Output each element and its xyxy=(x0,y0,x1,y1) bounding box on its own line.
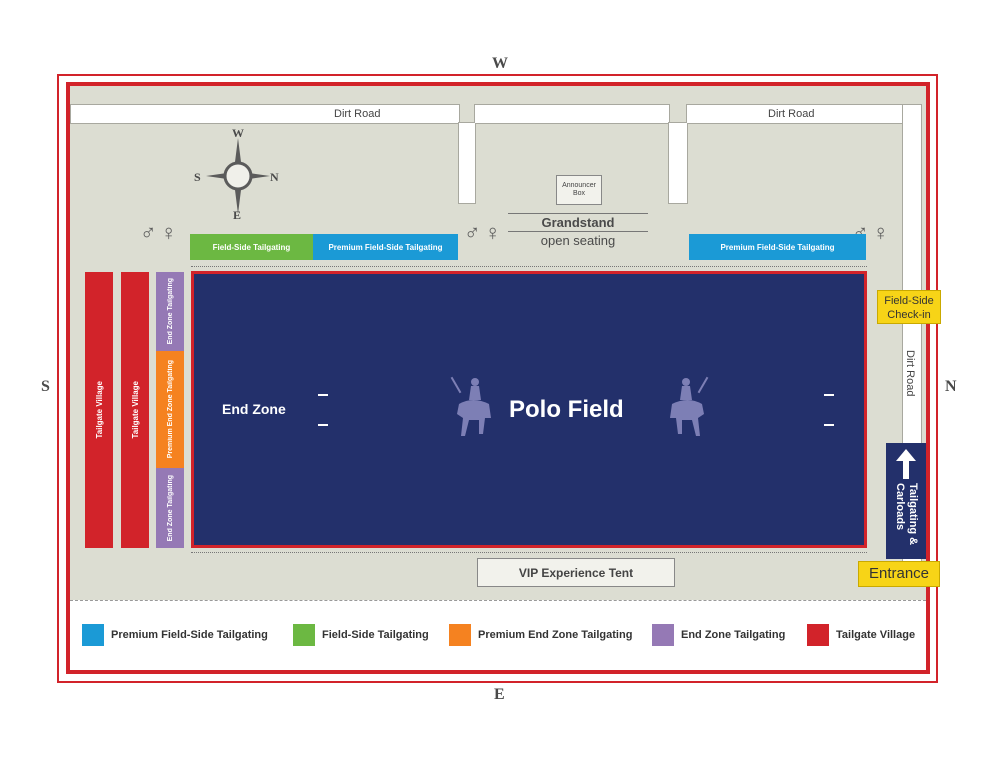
premium-field-side-tailgating-zone-left[interactable]: Premium Field-Side Tailgating xyxy=(313,234,458,260)
vip-experience-tent: VIP Experience Tent xyxy=(477,558,675,587)
legend-swatch xyxy=(807,624,829,646)
legend-item-tailgate-village: Tailgate Village xyxy=(807,624,915,646)
polo-field-title: Polo Field xyxy=(509,396,624,423)
end-zone-label: End Zone xyxy=(222,401,286,417)
premium-end-zone-tailgating-zone[interactable]: Premium End Zone Tailgating xyxy=(156,351,184,468)
compass-east-label: E xyxy=(494,686,505,703)
road-spur-left xyxy=(458,122,476,204)
compass-west-label: W xyxy=(492,55,508,72)
legend-swatch xyxy=(449,624,471,646)
end-zone-tailgating-zone-bottom[interactable]: End Zone Tailgating xyxy=(156,468,184,548)
tailgate-village-zone-2[interactable]: Tailgate Village xyxy=(121,272,149,548)
dirt-road-label-left: Dirt Road xyxy=(334,108,381,120)
rose-s: S xyxy=(194,170,201,184)
grandstand-title: Grandstand xyxy=(541,215,615,230)
compass-north-label: N xyxy=(945,378,957,395)
compass-south-label: S xyxy=(41,378,50,395)
tailgating-carloads-lane: Tailgating & Carloads xyxy=(886,443,926,559)
dirt-road-label-right: Dirt Road xyxy=(768,108,815,120)
announcer-box: Announcer Box xyxy=(556,175,602,205)
end-zone-tailgating-zone-top[interactable]: End Zone Tailgating xyxy=(156,272,184,351)
road-spur-right xyxy=(668,122,688,204)
tailgate-village-zone-1[interactable]: Tailgate Village xyxy=(85,272,113,548)
dirt-road-top-middle xyxy=(474,104,670,124)
legend-item-premium-field-side: Premium Field-Side Tailgating xyxy=(82,624,268,646)
field-side-check-in: Field-Side Check-in xyxy=(877,290,941,324)
legend-item-field-side: Field-Side Tailgating xyxy=(293,624,429,646)
legend-item-premium-end-zone: Premium End Zone Tailgating xyxy=(449,624,632,646)
premium-field-side-tailgating-zone-right[interactable]: Premium Field-Side Tailgating xyxy=(689,234,866,260)
dirt-road-top-left xyxy=(70,104,460,124)
legend-item-end-zone: End Zone Tailgating xyxy=(652,624,785,646)
rose-w: W xyxy=(232,126,244,140)
restroom-icon: ♂♀ xyxy=(140,220,177,245)
property-outer-boundary xyxy=(57,74,938,683)
dirt-road-label-side: Dirt Road xyxy=(904,350,916,397)
polo-field: End Zone Polo Field xyxy=(191,271,867,548)
entrance-label: Entrance xyxy=(858,561,940,587)
restroom-icon: ♂♀ xyxy=(464,220,501,245)
rose-n: N xyxy=(270,170,279,184)
polo-player-icon xyxy=(449,374,497,451)
polo-player-icon xyxy=(664,374,712,451)
legend: Premium Field-Side Tailgating Field-Side… xyxy=(70,600,926,670)
up-arrow-icon xyxy=(896,449,916,484)
legend-swatch xyxy=(652,624,674,646)
compass-rose-icon: W E S N xyxy=(194,126,280,222)
rose-e: E xyxy=(233,208,242,222)
grandstand-subtitle: open seating xyxy=(540,233,616,248)
field-side-tailgating-zone[interactable]: Field-Side Tailgating xyxy=(190,234,313,260)
legend-swatch xyxy=(293,624,315,646)
legend-swatch xyxy=(82,624,104,646)
tailgating-carloads-label: Tailgating & Carloads xyxy=(894,483,919,546)
